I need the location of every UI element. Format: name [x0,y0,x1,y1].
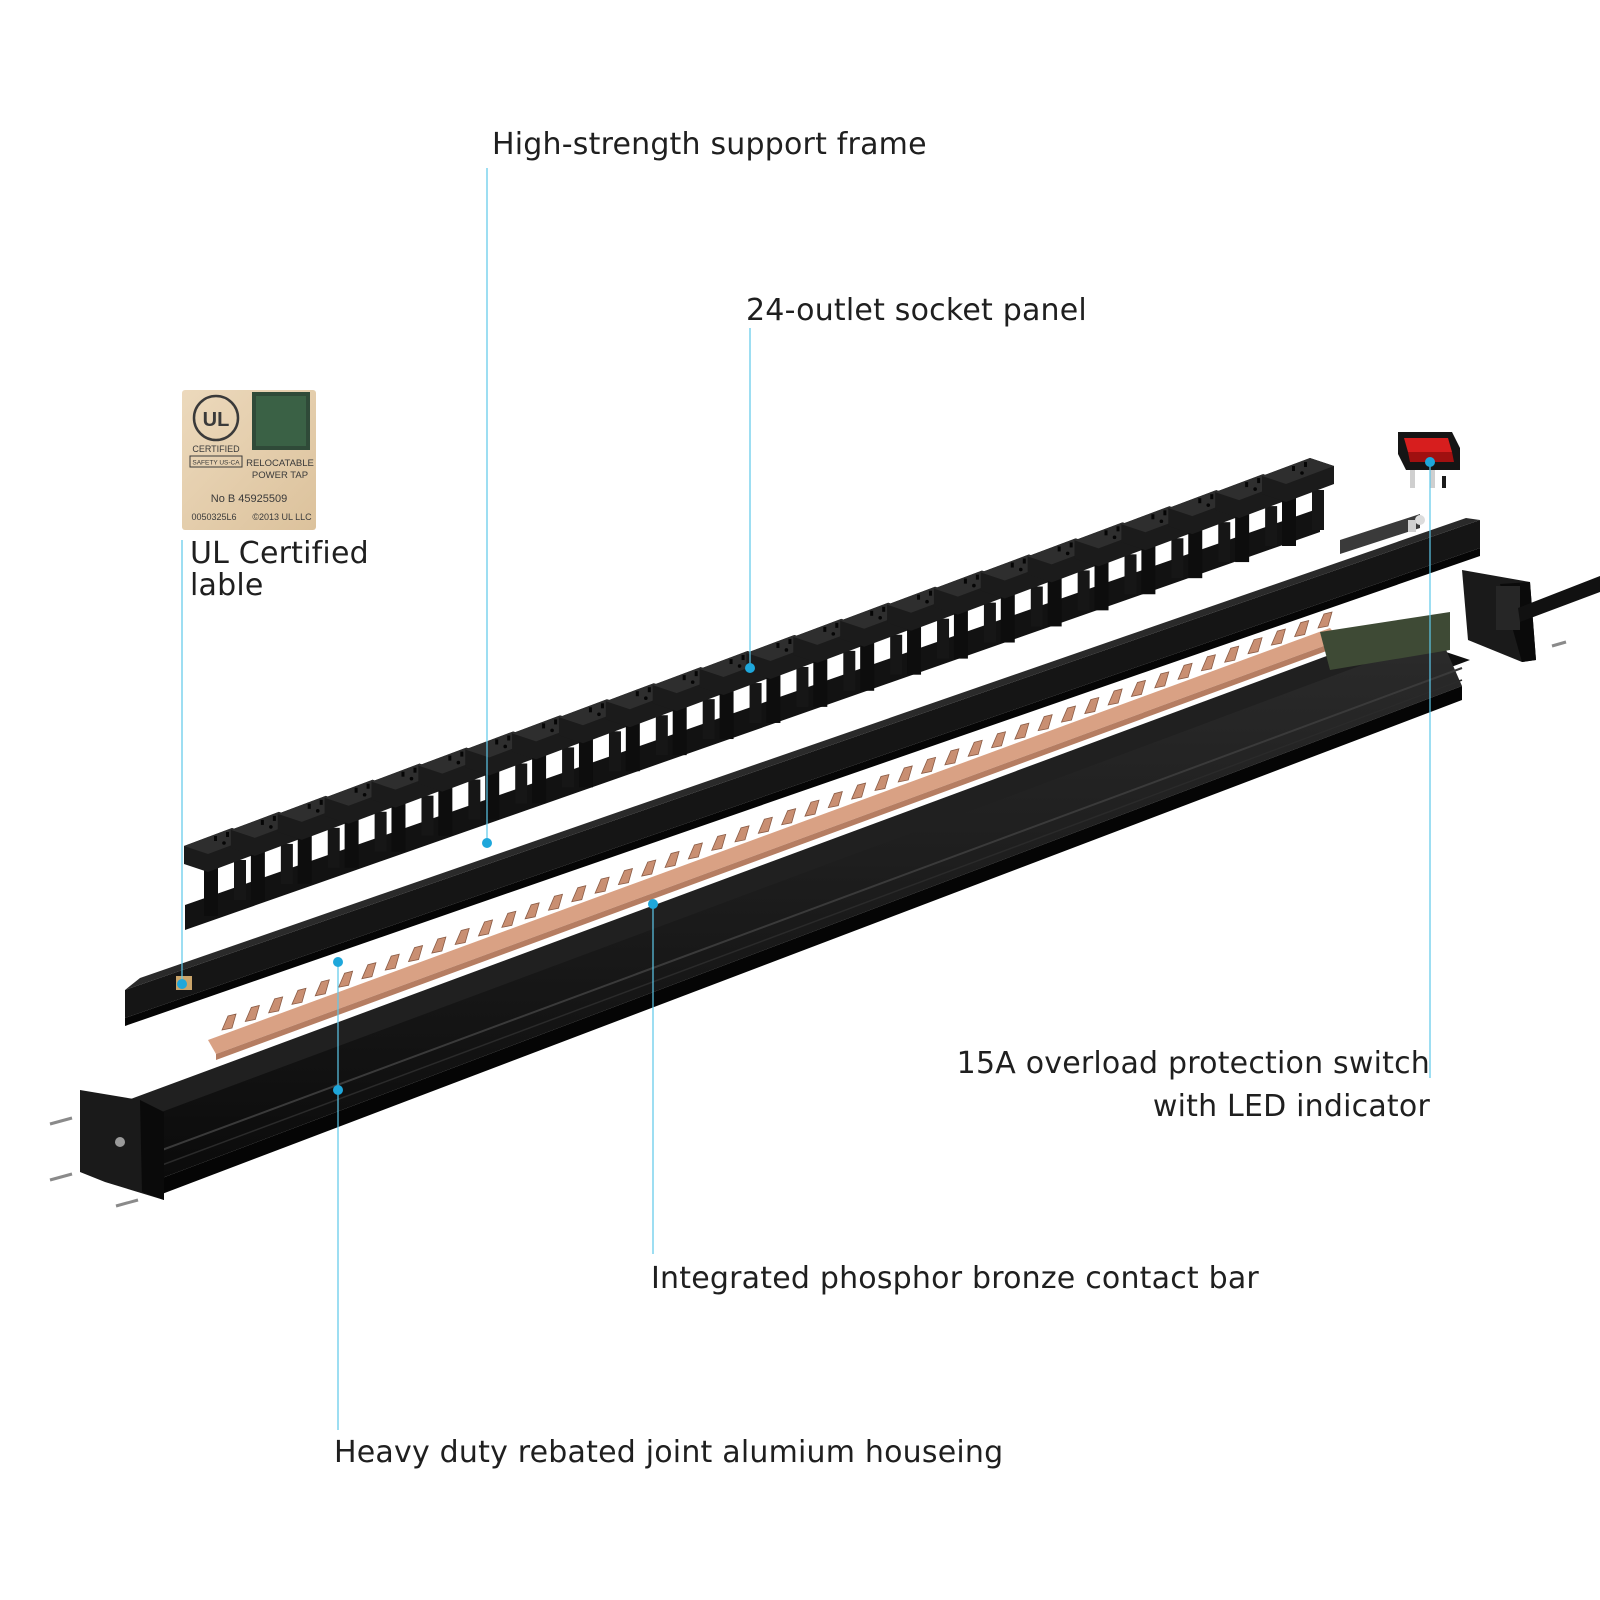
ul-certified-text: CERTIFIED [192,444,240,454]
contact-clip [757,816,773,834]
callout-support-frame: High-strength support frame [492,127,927,162]
ul-power-tap-text: POWER TAP [252,470,308,481]
contact-clip [384,953,400,971]
contact-clip [944,748,960,766]
contact-clip [571,885,587,903]
contact-clip [594,876,610,894]
contact-clip [1084,696,1100,715]
outlet [184,828,256,916]
ul-mark-text: UL [203,409,230,431]
contact-clip [1177,662,1193,680]
callout-housing: Heavy duty rebated joint alumium housein… [334,1435,1004,1470]
contact-clip [1014,722,1030,740]
ul-code-text: 0050325L6 [191,512,236,522]
contact-clip [711,833,727,851]
callout-switch-line2: with LED indicator [1152,1089,1430,1124]
contact-clip [664,850,680,869]
contact-clip [454,927,470,946]
contact-clip [874,773,890,792]
contact-clip [1060,705,1077,723]
contact-clip [431,936,447,954]
contact-clip [850,782,867,800]
callout-switch-line1: 15A overload protection switch [956,1046,1430,1081]
contact-clip [617,868,634,886]
contact-clip [547,893,564,911]
contact-clip [1247,637,1263,655]
contact-clip [920,756,937,774]
dot-ul-label [177,979,187,989]
ul-mark-icon [192,394,240,442]
contact-clip [1154,671,1170,689]
callout-ul-line2: lable [190,568,264,603]
support-frame [125,514,1480,1026]
callout-ul-label: UL Certified lable [190,538,369,602]
contact-clip [1294,619,1310,638]
dot-contact-bar [648,899,658,909]
contact-clip [477,919,494,937]
contact-clips [221,611,1333,1031]
contact-clip [291,987,307,1005]
contact-clip [1224,645,1240,663]
dot-housing [333,1085,343,1095]
contact-clip [314,979,330,997]
contact-clip [1037,714,1053,732]
right-end-cap [1462,570,1600,662]
contact-clip [967,739,983,757]
overload-switch [1398,432,1460,488]
contact-clip [734,825,750,843]
contact-clip [407,945,424,963]
ul-number-text: No B 45925509 [211,493,287,505]
contact-clip [1130,679,1147,697]
dot-switch [1425,457,1435,467]
contact-clip [524,902,540,920]
contact-clip [780,808,797,826]
contact-clip [687,842,703,860]
dot-support-frame [482,838,492,848]
callout-socket-panel: 24-outlet socket panel [746,293,1087,328]
contact-clip [990,731,1007,749]
callout-contact-bar: Integrated phosphor bronze contact bar [651,1261,1259,1296]
socket-panel [184,458,1334,930]
leader-dots [177,457,1435,1095]
ul-safety-text: SAFETY US-CA [192,460,240,467]
ul-relocatable-text: RELOCATABLE [246,458,314,469]
contact-clip [361,962,377,980]
contact-clip [1200,654,1216,672]
phosphor-bronze-contact-bar [208,612,1450,1060]
contact-clip [804,799,820,817]
contact-clip [221,1013,237,1031]
callout-ul-line1: UL Certified [190,536,369,571]
end-cap-screws [49,1116,139,1208]
callout-overload-switch: 15A overload protection switch with LED … [900,1042,1430,1128]
contact-clip [827,791,843,809]
contact-clip [337,970,354,988]
dot-housing-top [333,957,343,967]
leader-lines [181,168,1431,1430]
contact-clip [501,910,517,928]
contact-clip [267,996,284,1014]
contact-clip [897,765,913,783]
contact-clip [1317,611,1333,629]
ul-copyright-text: ©2013 UL LLC [252,512,312,522]
dot-socket-panel [745,663,755,673]
left-end-cap [80,1090,164,1200]
ul-sticker: UL CERTIFIED SAFETY US-CA RELOCATABLE PO… [182,390,316,530]
contact-clip [1107,688,1123,706]
outlet [1262,458,1334,546]
contact-clip [1270,628,1286,646]
contact-clip [641,859,657,877]
contact-clip [244,1004,260,1022]
aluminium-housing [128,614,1470,1194]
